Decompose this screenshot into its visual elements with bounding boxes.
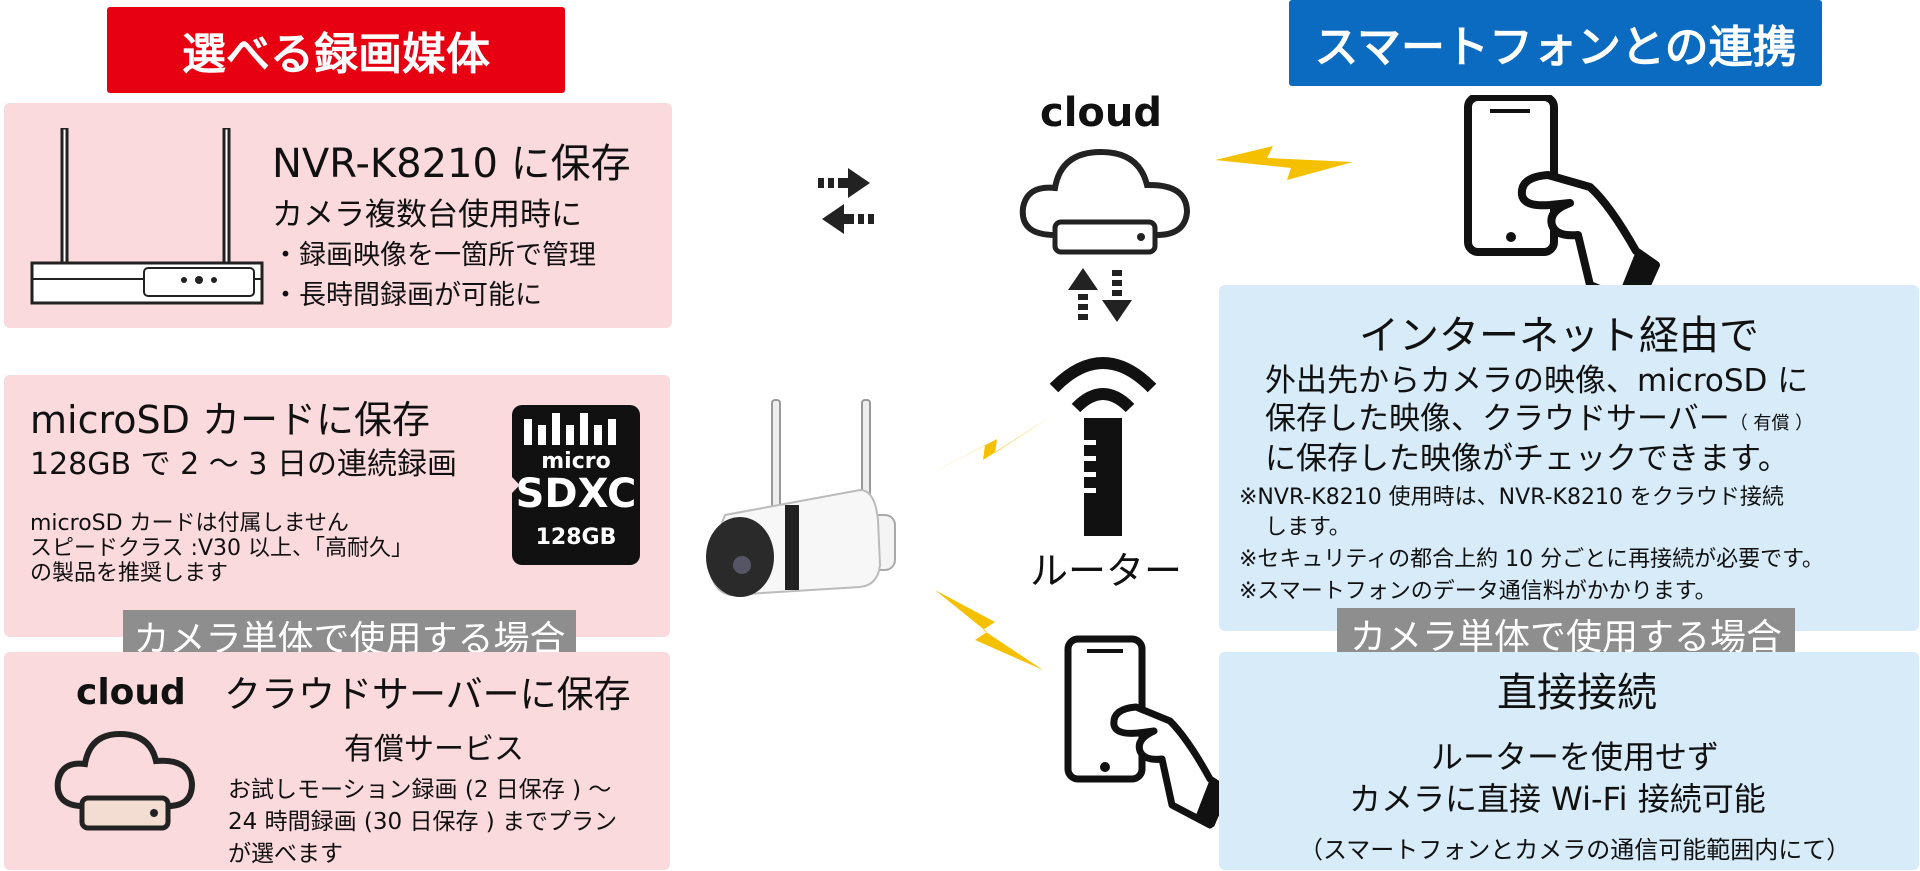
microsd-note-1: microSD カードは付属しません (30, 511, 349, 536)
direct-panel: 直接接続 ルーターを使用せず カメラに直接 Wi-Fi 接続可能 （スマートフォ… (1219, 652, 1919, 870)
cloud-desc-2: 24 時間録画 (30 日保存 ) までプラン (228, 809, 618, 835)
microsd-note-3: の製品を推奨します (30, 561, 229, 586)
standalone-label-right: カメラ単体で使用する場合 (1337, 608, 1795, 660)
internet-note-3: ※セキュリティの都合上約 10 分ごとに再接続が必要です。 (1239, 547, 1824, 572)
internet-line-3: に保存した映像がチェックできます。 (1265, 441, 1789, 477)
microsd-note-2: スピードクラス :V30 以上、「高耐久」 (30, 536, 414, 561)
internet-title: インターネット経由で (1359, 313, 1759, 359)
nvr-device-icon (30, 128, 264, 305)
nvr-title: NVR-K8210 に保存 (272, 141, 631, 187)
direct-note: （スマートフォンとカメラの通信可能範囲内にて） (1299, 836, 1851, 864)
router-label: ルーター (1030, 549, 1183, 593)
microsd-panel: microSD カードに保存 128GB で 2 ～ 3 日の連続録画 micr… (4, 375, 670, 637)
card-capacity-text: 128GB (535, 525, 617, 550)
nvr-panel: NVR-K8210 に保存 カメラ複数台使用時に ・録画映像を一箇所で管理 ・長… (4, 103, 672, 328)
cloud-router-arrows-icon (1068, 268, 1132, 322)
cloud-logo-text: cloud (76, 672, 186, 713)
card-sdxc-text: SDXC (515, 471, 637, 517)
sync-arrows-icon (818, 168, 874, 234)
smartphone-hand-icon-bottom (1064, 635, 1232, 829)
internet-note-1: ※NVR-K8210 使用時は、NVR-K8210 をクラウド接続 (1239, 485, 1784, 510)
camera-icon (706, 399, 896, 597)
internet-line-1: 外出先からカメラの映像、microSD に (1265, 363, 1809, 399)
recording-media-header: 選べる録画媒体 (107, 7, 565, 93)
internet-line-2-text: 保存した映像、クラウドサーバー (1265, 401, 1730, 437)
cloud-subtitle: 有償サービス (344, 732, 524, 767)
paid-note: （ 有償 ） (1729, 413, 1814, 434)
direct-line-1: ルーターを使用せず (1431, 738, 1720, 776)
internet-panel: インターネット経由で 外出先からカメラの映像、microSD に 保存した映像、… (1219, 285, 1919, 631)
card-contacts-icon (524, 413, 616, 445)
microsd-card-icon: micro SDXC 128GB (512, 405, 640, 565)
smartphone-header: スマートフォンとの連携 (1289, 0, 1822, 86)
microsd-title: microSD カードに保存 (30, 398, 430, 442)
router-icon (1049, 357, 1157, 536)
center-cloud-icon (1019, 148, 1191, 255)
microsd-subtitle: 128GB で 2 ～ 3 日の連続録画 (30, 447, 457, 482)
cloud-desc-3: が選べます (228, 841, 343, 867)
cloud-panel: cloud クラウドサーバーに保存 有償サービス お試しモーション録画 (2 日… (4, 652, 670, 870)
internet-line-2: 保存した映像、クラウドサーバー（ 有償 ） (1265, 393, 1813, 438)
internet-note-2: します。 (1265, 515, 1351, 540)
nvr-subtitle: カメラ複数台使用時に (272, 197, 582, 233)
cloud-storage-icon (54, 730, 196, 831)
direct-title: 直接接続 (1497, 670, 1657, 716)
wireless-signal-1-icon (925, 415, 1053, 477)
wireless-signal-2-icon (935, 590, 1043, 670)
center-cloud-label: cloud (1040, 90, 1163, 136)
smartphone-hand-icon-top (1464, 95, 1660, 305)
nvr-bullet-2: ・長時間録画が可能に (272, 280, 542, 311)
direct-line-2: カメラに直接 Wi-Fi 接続可能 (1349, 780, 1766, 818)
card-micro-text: micro (541, 449, 611, 474)
wireless-signal-3-icon (1215, 146, 1353, 180)
nvr-bullet-1: ・録画映像を一箇所で管理 (272, 240, 596, 271)
cloud-desc-1: お試しモーション録画 (2 日保存 ) ～ (228, 777, 612, 803)
internet-note-4: ※スマートフォンのデータ通信料がかかります。 (1239, 579, 1717, 604)
cloud-title: クラウドサーバーに保存 (224, 673, 631, 716)
